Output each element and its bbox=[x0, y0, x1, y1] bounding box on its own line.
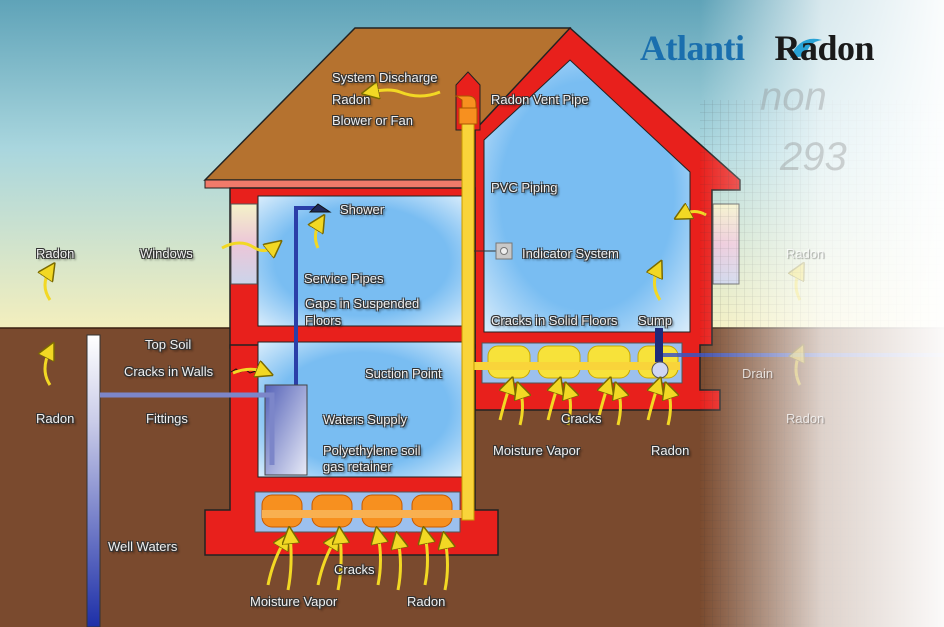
sump-pit bbox=[655, 328, 663, 362]
label-cracks-in-walls: Cracks in Walls bbox=[124, 364, 214, 379]
label-blower-or-fan: Blower or Fan bbox=[332, 113, 413, 128]
white-fade-overlay bbox=[700, 0, 944, 627]
fittings-pipe bbox=[100, 392, 275, 465]
label-radon-far-right-sky: Radon bbox=[786, 246, 825, 261]
label-radon-top: Radon bbox=[332, 92, 371, 107]
upper-left-room bbox=[257, 195, 467, 327]
label-top-soil: Top Soil bbox=[145, 337, 192, 352]
map-watermark-number: 293 bbox=[779, 135, 847, 179]
label-drain: Drain bbox=[742, 366, 774, 381]
well-pipe bbox=[86, 334, 101, 627]
logo-wave-spacer bbox=[745, 36, 775, 62]
label-waters-supply: Waters Supply bbox=[323, 412, 408, 427]
label-radon-vent-pipe: Radon Vent Pipe bbox=[491, 92, 589, 107]
sump-basin bbox=[651, 361, 669, 379]
label-cracks-bottom: Cracks bbox=[334, 562, 375, 577]
label-sump: Sump bbox=[638, 313, 672, 328]
blower-fan bbox=[458, 107, 478, 125]
solid-floor-suction-pipe bbox=[470, 362, 680, 370]
label-radon-left-soil: Radon bbox=[36, 411, 75, 426]
label-moisture-vapor-right: Moisture Vapor bbox=[493, 443, 581, 458]
label-shower: Shower bbox=[340, 202, 385, 217]
label-cracks-right: Cracks bbox=[561, 411, 602, 426]
label-suction-point: Suction Point bbox=[365, 366, 442, 381]
label-fittings: Fittings bbox=[146, 411, 188, 426]
label-pvc-piping: PVC Piping bbox=[491, 180, 558, 195]
map-watermark-text: non bbox=[760, 75, 827, 119]
label-poly-1: Polyethylene soil bbox=[323, 443, 421, 458]
suspended-floor-suction-pipe bbox=[262, 510, 472, 518]
brand-logo: Atlanti Radon bbox=[640, 28, 875, 68]
label-moisture-vapor-bottom: Moisture Vapor bbox=[250, 594, 338, 609]
label-radon-right: Radon bbox=[651, 443, 690, 458]
label-poly-2: gas retainer bbox=[323, 459, 392, 474]
label-gaps-suspended-2: Floors bbox=[305, 313, 342, 328]
label-service-pipes: Service Pipes bbox=[304, 271, 384, 286]
discharge-elbow bbox=[454, 95, 477, 109]
shower-head-icon bbox=[308, 203, 332, 213]
label-radon-far-right-soil: Radon bbox=[786, 411, 825, 426]
label-gaps-suspended-1: Gaps in Suspended bbox=[305, 296, 420, 311]
label-radon-left-sky: Radon bbox=[36, 246, 75, 261]
brand-part1: Atlanti bbox=[640, 28, 745, 68]
label-well-waters: Well Waters bbox=[108, 539, 178, 554]
logo-wave-icon bbox=[790, 38, 822, 58]
label-indicator-system: Indicator System bbox=[522, 246, 619, 261]
left-eave bbox=[204, 179, 476, 189]
radon-vent-pipe bbox=[461, 104, 475, 521]
label-cracks-solid-floors: Cracks in Solid Floors bbox=[491, 313, 618, 328]
right-room bbox=[483, 59, 691, 333]
label-radon-bottom: Radon bbox=[407, 594, 446, 609]
service-pipe bbox=[294, 206, 320, 400]
label-windows: Windows bbox=[140, 246, 193, 261]
brand-part2: Radon bbox=[774, 28, 875, 68]
label-system-discharge: System Discharge bbox=[332, 70, 438, 85]
